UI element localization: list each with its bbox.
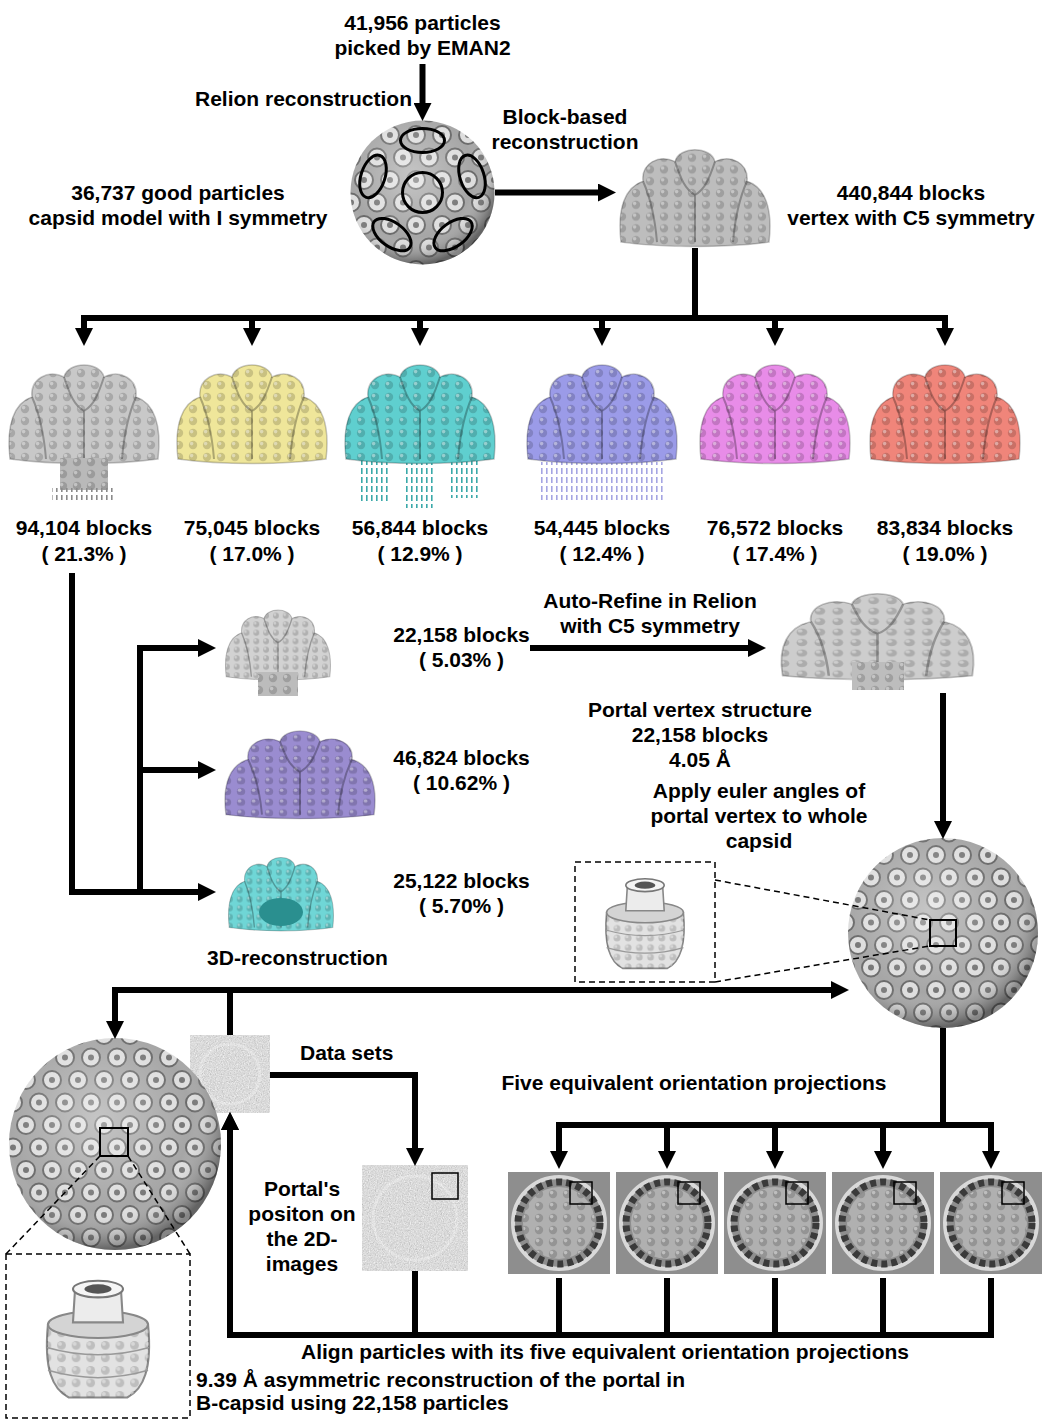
flow-arrow xyxy=(252,248,695,328)
stage-node: 75,045 blocks( 17.0% ) xyxy=(170,345,334,573)
stage-node: 76,572 blocks( 17.4% ) xyxy=(693,345,857,573)
node-text: ( 12.9% ) xyxy=(338,541,502,566)
stage-node: Portal's positon on the 2D-images xyxy=(362,1165,468,1271)
flow-arrow xyxy=(230,1130,415,1335)
node-text: 56,844 blocks xyxy=(338,515,502,540)
flow-arrow xyxy=(270,1075,415,1148)
arrow-label: Block-based reconstruction xyxy=(487,104,643,154)
node-text: ( 21.3% ) xyxy=(2,541,166,566)
flow-arrow xyxy=(230,1130,991,1335)
stage-node: 25,122 blocks( 5.70% ) xyxy=(215,845,530,940)
node-text: Portal's positon on the 2D-images xyxy=(246,1176,358,1276)
node-text: 46,824 blocks xyxy=(393,745,530,770)
node-text: 94,104 blocks xyxy=(2,515,166,540)
stage-node: 56,844 blocks( 12.9% ) xyxy=(338,345,502,573)
vertex-map xyxy=(620,150,770,247)
stage-node: 46,824 blocks( 10.62% ) xyxy=(215,718,530,822)
stage-node: 440,844 blocksvertex with C5 symmetry xyxy=(615,140,775,248)
portal-vertex-map xyxy=(781,594,973,690)
flow-arrow xyxy=(420,248,695,328)
flow-arrow xyxy=(115,990,230,1035)
stage-node: 22,158 blocks( 5.03% ) xyxy=(215,598,530,700)
node-text: ( 17.0% ) xyxy=(170,541,334,566)
projection-images xyxy=(508,1172,1042,1274)
flow-arrow xyxy=(495,190,598,196)
subclass-maps xyxy=(225,610,375,931)
stage-node: 94,104 blocks( 21.3% ) xyxy=(2,345,166,573)
node-text: ( 5.70% ) xyxy=(393,893,530,918)
flow-arrow xyxy=(530,645,748,651)
flow-arrow xyxy=(602,248,695,328)
node-text: 75,045 blocks xyxy=(170,515,334,540)
stage-node: 36,737 good particlescapsid model with I… xyxy=(350,120,495,265)
flow-arrow xyxy=(72,573,198,892)
arrow-label: Relion reconstruction xyxy=(190,86,412,111)
arrow-label: Align particles with its five equivalent… xyxy=(270,1341,940,1363)
stage-node: 83,834 blocks( 19.0% ) xyxy=(863,345,1027,573)
node-text: ( 17.4% ) xyxy=(693,541,857,566)
node-text: ( 19.0% ) xyxy=(863,541,1027,566)
node-text: 440,844 blocks xyxy=(778,180,1044,205)
node-text: Data sets xyxy=(300,1040,410,1065)
branch-lines xyxy=(556,1125,946,1338)
node-text: 4.05 Å xyxy=(578,747,822,772)
node-text: capsid model with I symmetry xyxy=(8,205,348,230)
node-text: 54,445 blocks xyxy=(520,515,684,540)
node-text: vertex with C5 symmetry xyxy=(778,205,1044,230)
step-label: 3D-reconstruction xyxy=(195,945,400,970)
portal-inset xyxy=(575,862,930,982)
stage-node: 41,956 particles picked by EMAN2 xyxy=(330,8,515,64)
node-text: 36,737 good particles xyxy=(8,180,348,205)
flow-arrow xyxy=(940,693,946,821)
flow-arrow xyxy=(695,248,945,328)
flow-arrow xyxy=(943,1028,991,1151)
node-text: ( 10.62% ) xyxy=(393,770,530,795)
portal-inset xyxy=(6,1156,190,1418)
node-text: 76,572 blocks xyxy=(693,515,857,540)
class-maps xyxy=(9,365,1020,508)
stage-node: 54,445 blocks( 12.4% ) xyxy=(520,345,684,573)
node-text: ( 5.03% ) xyxy=(393,647,530,672)
node-text: 83,834 blocks xyxy=(863,515,1027,540)
stage-node: 9.39 Å asymmetric reconstruction of the … xyxy=(8,1038,222,1250)
node-text: 22,158 blocks xyxy=(393,622,530,647)
node-text: 9.39 Å asymmetric reconstruction of the … xyxy=(196,1368,686,1414)
connector-group xyxy=(72,64,991,1335)
stage-node: Data sets xyxy=(190,1035,270,1113)
node-text: Portal vertex structure xyxy=(578,697,822,722)
node-text: 22,158 blocks xyxy=(578,722,822,747)
flow-arrow xyxy=(420,64,426,103)
capsid-map xyxy=(351,121,495,265)
node-text: 41,956 particles picked by EMAN2 xyxy=(330,10,515,60)
stage-node: Five equivalent orientation projections xyxy=(505,1168,1045,1278)
arrow-label: Auto-Refine in Relion with C5 symmetry xyxy=(540,588,760,638)
node-text: 25,122 blocks xyxy=(393,868,530,893)
flow-arrow xyxy=(72,573,198,892)
node-text: Five equivalent orientation projections xyxy=(474,1070,914,1095)
flow-arrow xyxy=(72,573,198,892)
node-text: Apply euler angles of portal vertex to w… xyxy=(638,778,880,853)
flow-arrow xyxy=(84,248,695,328)
flow-arrow xyxy=(230,990,831,1035)
stage-node: Apply euler angles of portal vertex to w… xyxy=(848,838,1038,1028)
stage-node: Portal vertex structure22,158 blocks4.05… xyxy=(765,583,990,693)
node-text: ( 12.4% ) xyxy=(520,541,684,566)
whole-capsid-map xyxy=(848,838,1038,1028)
